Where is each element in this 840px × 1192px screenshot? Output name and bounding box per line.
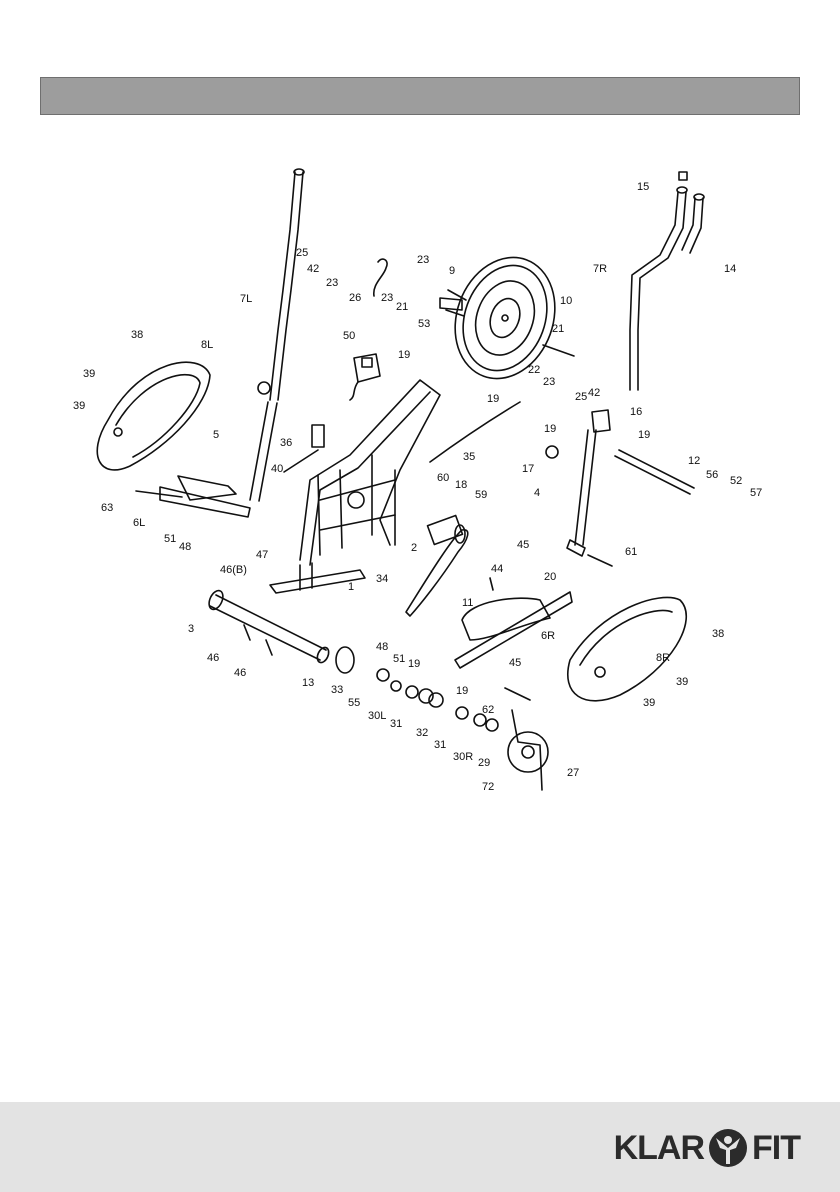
part-label-48b: 48 xyxy=(376,641,388,653)
part-label-19e: 19 xyxy=(408,658,420,670)
part-label-42b: 42 xyxy=(588,387,600,399)
part-label-62: 62 xyxy=(482,704,494,716)
part-label-45b: 45 xyxy=(509,657,521,669)
part-labels: 1 2 3 4 5 6L 6R 7L 7R 8L 8R 9 10 11 12 1… xyxy=(73,181,762,793)
part-label-27: 27 xyxy=(567,767,579,779)
part-label-46b: 46 xyxy=(234,667,246,679)
part-label-2: 2 xyxy=(411,542,417,554)
part-label-40: 40 xyxy=(271,463,283,475)
part-label-61: 61 xyxy=(625,546,637,558)
brand-logo: KLAR FIT xyxy=(614,1128,800,1168)
part-label-17: 17 xyxy=(522,463,534,475)
part-label-39d: 39 xyxy=(643,697,655,709)
part-label-7L: 7L xyxy=(240,293,252,305)
part-label-32: 32 xyxy=(416,727,428,739)
part-label-4: 4 xyxy=(534,487,540,499)
part-label-23b: 23 xyxy=(417,254,429,266)
part-label-36: 36 xyxy=(280,437,292,449)
part-label-45a: 45 xyxy=(517,539,529,551)
part-label-46a: 46 xyxy=(207,652,219,664)
part-label-21a: 21 xyxy=(396,301,408,313)
part-label-51a: 51 xyxy=(164,533,176,545)
part-label-33: 33 xyxy=(331,684,343,696)
part-label-34: 34 xyxy=(376,573,388,585)
part-label-26: 26 xyxy=(349,292,361,304)
part-label-19f: 19 xyxy=(456,685,468,697)
pedal-arm-left xyxy=(160,487,250,517)
part-label-31b: 31 xyxy=(434,739,446,751)
brand-text-left: KLAR xyxy=(614,1129,704,1168)
part-label-18: 18 xyxy=(455,479,467,491)
part-label-6L: 6L xyxy=(133,517,145,529)
part-label-23c: 23 xyxy=(381,292,393,304)
part-label-11: 11 xyxy=(462,597,473,609)
part-label-72: 72 xyxy=(482,781,494,793)
part-label-30R: 30R xyxy=(453,751,473,763)
crank-disc xyxy=(508,732,548,772)
part-label-50: 50 xyxy=(343,330,355,342)
part-label-44: 44 xyxy=(491,563,503,575)
figure-emblem-icon xyxy=(708,1128,748,1168)
part-label-19a: 19 xyxy=(398,349,410,361)
part-label-52: 52 xyxy=(730,475,742,487)
part-label-31a: 31 xyxy=(390,718,402,730)
part-label-29: 29 xyxy=(478,757,490,769)
part-label-1: 1 xyxy=(348,581,354,593)
part-label-56: 56 xyxy=(706,469,718,481)
part-label-23d: 23 xyxy=(543,376,555,388)
part-label-39b: 39 xyxy=(73,400,85,412)
part-label-53: 53 xyxy=(418,318,430,330)
part-label-51b: 51 xyxy=(393,653,405,665)
upper-arm-right xyxy=(575,430,596,545)
part-label-19d: 19 xyxy=(638,429,650,441)
part-label-13: 13 xyxy=(302,677,314,689)
part-label-14: 14 xyxy=(724,263,736,275)
part-label-60: 60 xyxy=(437,472,449,484)
part-label-55: 55 xyxy=(348,697,360,709)
part-label-9: 9 xyxy=(449,265,455,277)
part-label-39c: 39 xyxy=(676,676,688,688)
part-label-16: 16 xyxy=(630,406,642,418)
part-label-63: 63 xyxy=(101,502,113,514)
part-label-19c: 19 xyxy=(544,423,556,435)
stabilizer-tube xyxy=(210,595,326,660)
cover-right xyxy=(568,598,686,701)
part-label-8L: 8L xyxy=(201,339,213,351)
part-label-20: 20 xyxy=(544,571,556,583)
part-label-7R: 7R xyxy=(593,263,607,275)
part-label-15: 15 xyxy=(637,181,649,193)
part-label-21b: 21 xyxy=(552,323,564,335)
part-label-38a: 38 xyxy=(131,329,143,341)
main-frame xyxy=(300,380,440,560)
brand-text-right: FIT xyxy=(752,1129,800,1168)
part-label-10: 10 xyxy=(560,295,572,307)
part-label-5: 5 xyxy=(213,429,219,441)
part-label-25b: 25 xyxy=(575,391,587,403)
part-label-38b: 38 xyxy=(712,628,724,640)
part-label-39a: 39 xyxy=(83,368,95,380)
part-label-23a: 23 xyxy=(326,277,338,289)
upper-arm-left xyxy=(250,402,268,500)
part-label-3: 3 xyxy=(188,623,194,635)
cover-left xyxy=(97,362,210,470)
crank xyxy=(512,710,542,790)
part-label-46B: 46(B) xyxy=(220,564,247,576)
part-label-30L: 30L xyxy=(368,710,386,722)
part-label-42a: 42 xyxy=(307,263,319,275)
part-label-59: 59 xyxy=(475,489,487,501)
part-label-12: 12 xyxy=(688,455,700,467)
part-label-6R: 6R xyxy=(541,630,555,642)
part-label-57: 57 xyxy=(750,487,762,499)
part-label-35: 35 xyxy=(463,451,475,463)
crossbar-axle xyxy=(615,450,694,494)
part-label-22: 22 xyxy=(528,364,540,376)
tension-knob xyxy=(312,425,324,447)
part-label-25a: 25 xyxy=(296,247,308,259)
part-label-48a: 48 xyxy=(179,541,191,553)
part-label-19b: 19 xyxy=(487,393,499,405)
part-label-47: 47 xyxy=(256,549,268,561)
part-label-8R: 8R xyxy=(656,652,670,664)
